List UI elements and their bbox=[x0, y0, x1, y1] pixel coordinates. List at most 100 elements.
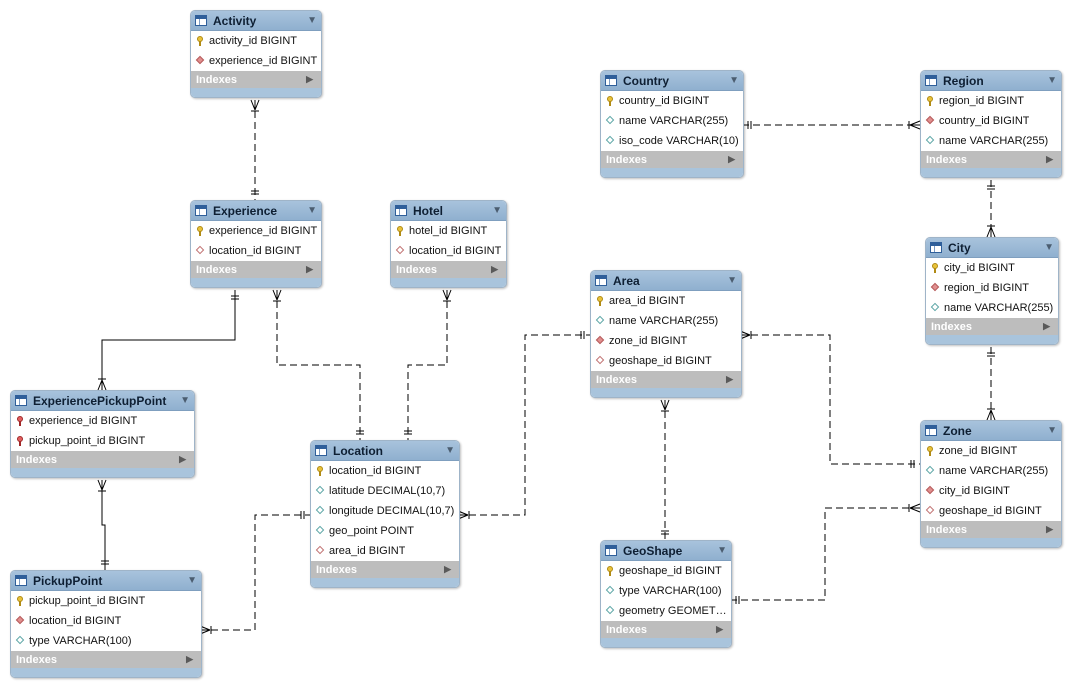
column-row[interactable]: name VARCHAR(255) bbox=[926, 298, 1058, 318]
column-row[interactable]: city_id BIGINT bbox=[926, 258, 1058, 278]
column-row[interactable]: region_id BIGINT bbox=[926, 278, 1058, 298]
column-row[interactable]: region_id BIGINT bbox=[921, 91, 1061, 111]
indexes-section[interactable]: Indexes▶ bbox=[601, 151, 743, 168]
column-row[interactable]: name VARCHAR(255) bbox=[601, 111, 743, 131]
expand-indexes-icon[interactable]: ▶ bbox=[491, 264, 498, 274]
table-header[interactable]: Activity▼ bbox=[191, 11, 321, 31]
column-row[interactable]: area_id BIGINT bbox=[311, 541, 459, 561]
table-header[interactable]: Country▼ bbox=[601, 71, 743, 91]
table-header[interactable]: City▼ bbox=[926, 238, 1058, 258]
table-header[interactable]: Area▼ bbox=[591, 271, 741, 291]
table-header[interactable]: GeoShape▼ bbox=[601, 541, 731, 561]
indexes-section[interactable]: Indexes▶ bbox=[601, 621, 731, 638]
indexes-section[interactable]: Indexes▶ bbox=[921, 151, 1061, 168]
collapse-arrow-icon[interactable]: ▼ bbox=[492, 205, 502, 216]
column-row[interactable]: geoshape_id BIGINT bbox=[921, 501, 1061, 521]
table-header[interactable]: Hotel▼ bbox=[391, 201, 506, 221]
table-header[interactable]: Zone▼ bbox=[921, 421, 1061, 441]
column-row[interactable]: name VARCHAR(255) bbox=[921, 461, 1061, 481]
column-row[interactable]: country_id BIGINT bbox=[921, 111, 1061, 131]
expand-indexes-icon[interactable]: ▶ bbox=[716, 624, 723, 634]
column-row[interactable]: type VARCHAR(100) bbox=[11, 631, 201, 651]
rel-pickuppoint-location[interactable] bbox=[200, 514, 310, 631]
collapse-arrow-icon[interactable]: ▼ bbox=[729, 75, 739, 86]
column-row[interactable]: zone_id BIGINT bbox=[591, 331, 741, 351]
table-header[interactable]: PickupPoint▼ bbox=[11, 571, 201, 591]
column-row[interactable]: city_id BIGINT bbox=[921, 481, 1061, 501]
column-row[interactable]: latitude DECIMAL(10,7) bbox=[311, 481, 459, 501]
expand-indexes-icon[interactable]: ▶ bbox=[306, 74, 313, 84]
column-row[interactable]: name VARCHAR(255) bbox=[921, 131, 1061, 151]
column-row[interactable]: area_id BIGINT bbox=[591, 291, 741, 311]
column-row[interactable]: geoshape_id BIGINT bbox=[591, 351, 741, 371]
collapse-arrow-icon[interactable]: ▼ bbox=[180, 395, 190, 406]
indexes-section[interactable]: Indexes▶ bbox=[11, 451, 194, 468]
indexes-section[interactable]: Indexes▶ bbox=[391, 261, 506, 278]
indexes-section[interactable]: Indexes▶ bbox=[191, 261, 321, 278]
expand-indexes-icon[interactable]: ▶ bbox=[306, 264, 313, 274]
column-row[interactable]: geoshape_id BIGINT bbox=[601, 561, 731, 581]
expand-indexes-icon[interactable]: ▶ bbox=[1046, 524, 1053, 534]
indexes-section[interactable]: Indexes▶ bbox=[921, 521, 1061, 538]
column-row[interactable]: name VARCHAR(255) bbox=[591, 311, 741, 331]
table-experiencepickuppoint[interactable]: ExperiencePickupPoint▼experience_id BIGI… bbox=[10, 390, 195, 478]
column-row[interactable]: iso_code VARCHAR(10) bbox=[601, 131, 743, 151]
column-row[interactable]: zone_id BIGINT bbox=[921, 441, 1061, 461]
column-row[interactable]: pickup_point_id BIGINT bbox=[11, 431, 194, 451]
rel-zone-geoshape[interactable] bbox=[730, 507, 920, 601]
table-header[interactable]: Region▼ bbox=[921, 71, 1061, 91]
rel-experience-location[interactable] bbox=[276, 290, 361, 440]
column-row[interactable]: activity_id BIGINT bbox=[191, 31, 321, 51]
collapse-arrow-icon[interactable]: ▼ bbox=[307, 205, 317, 216]
collapse-arrow-icon[interactable]: ▼ bbox=[717, 545, 727, 556]
column-row[interactable]: geometry GEOMET… bbox=[601, 601, 731, 621]
rel-experience-pickuppoint-link[interactable] bbox=[101, 290, 236, 390]
collapse-arrow-icon[interactable]: ▼ bbox=[1047, 425, 1057, 436]
expand-indexes-icon[interactable]: ▶ bbox=[186, 654, 193, 664]
indexes-section[interactable]: Indexes▶ bbox=[11, 651, 201, 668]
indexes-section[interactable]: Indexes▶ bbox=[926, 318, 1058, 335]
rel-link-pickuppoint[interactable] bbox=[101, 480, 106, 570]
rel-area-zone[interactable] bbox=[740, 334, 920, 465]
collapse-arrow-icon[interactable]: ▼ bbox=[307, 15, 317, 26]
indexes-section[interactable]: Indexes▶ bbox=[191, 71, 321, 88]
table-header[interactable]: ExperiencePickupPoint▼ bbox=[11, 391, 194, 411]
column-row[interactable]: location_id BIGINT bbox=[191, 241, 321, 261]
column-row[interactable]: location_id BIGINT bbox=[311, 461, 459, 481]
collapse-arrow-icon[interactable]: ▼ bbox=[445, 445, 455, 456]
expand-indexes-icon[interactable]: ▶ bbox=[444, 564, 451, 574]
column-row[interactable]: geo_point POINT bbox=[311, 521, 459, 541]
collapse-arrow-icon[interactable]: ▼ bbox=[1044, 242, 1054, 253]
column-row[interactable]: country_id BIGINT bbox=[601, 91, 743, 111]
column-row[interactable]: location_id BIGINT bbox=[11, 611, 201, 631]
table-header[interactable]: Location▼ bbox=[311, 441, 459, 461]
rel-hotel-location[interactable] bbox=[407, 290, 448, 440]
expand-indexes-icon[interactable]: ▶ bbox=[728, 154, 735, 164]
rel-location-area[interactable] bbox=[458, 334, 590, 516]
table-header[interactable]: Experience▼ bbox=[191, 201, 321, 221]
column-row[interactable]: location_id BIGINT bbox=[391, 241, 506, 261]
column-row[interactable]: pickup_point_id BIGINT bbox=[11, 591, 201, 611]
expand-indexes-icon[interactable]: ▶ bbox=[1046, 154, 1053, 164]
column-row[interactable]: hotel_id BIGINT bbox=[391, 221, 506, 241]
indexes-section[interactable]: Indexes▶ bbox=[311, 561, 459, 578]
indexes-section[interactable]: Indexes▶ bbox=[591, 371, 741, 388]
column-row[interactable]: longitude DECIMAL(10,7) bbox=[311, 501, 459, 521]
expand-indexes-icon[interactable]: ▶ bbox=[726, 374, 733, 384]
column-row[interactable]: experience_id BIGINT bbox=[191, 221, 321, 241]
column-row[interactable]: experience_id BIGINT bbox=[11, 411, 194, 431]
collapse-arrow-icon[interactable]: ▼ bbox=[187, 575, 197, 586]
column-row[interactable]: experience_id BIGINT bbox=[191, 51, 321, 71]
collapse-arrow-icon[interactable]: ▼ bbox=[727, 275, 737, 286]
expand-indexes-icon[interactable]: ▶ bbox=[1043, 321, 1050, 331]
